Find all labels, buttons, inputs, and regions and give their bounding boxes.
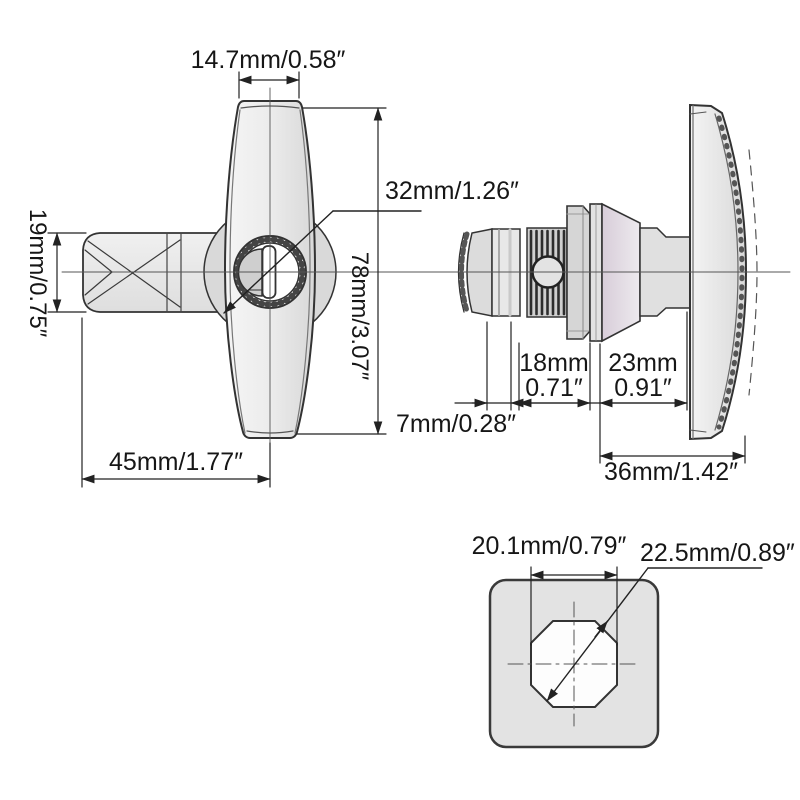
- nut-side: [566, 205, 591, 340]
- cam-latch-front: [82, 232, 223, 313]
- dim-grip-mm-label: 18mm: [519, 349, 588, 377]
- dim-cam-thickness-label: 7mm/0.28″: [396, 410, 516, 438]
- dim-overall-height: 78mm/3.07″: [296, 107, 387, 435]
- side-view: 7mm/0.28″ 18mm 0.71″ 23mm 0.91″ 36mm/1.4…: [396, 103, 791, 486]
- bezel-cone: [601, 202, 641, 343]
- cam-tip-side: [457, 228, 493, 317]
- dim-handle-width: 14.7mm/0.58″: [191, 46, 346, 99]
- washer-side: [589, 203, 603, 342]
- dim-flange-diameter-label: 32mm/1.26″: [385, 177, 519, 205]
- dim-overall-depth-label: 36mm/1.42″: [604, 458, 738, 486]
- dim-hole-diagonal: 22.5mm/0.89″: [546, 539, 795, 702]
- dim-shaft-in-label: 0.91″: [614, 374, 672, 402]
- threaded-section: [526, 227, 568, 318]
- dim-cam-length-label: 45mm/1.77″: [109, 448, 243, 476]
- cutout-view: 20.1mm/0.79″ 22.5mm/0.89″: [472, 532, 795, 749]
- dim-hole-width: 20.1mm/0.79″: [472, 532, 627, 646]
- dim-hole-width-label: 20.1mm/0.79″: [472, 532, 627, 560]
- dim-shaft-mm-label: 23mm: [608, 349, 677, 377]
- dim-handle-width-label: 14.7mm/0.58″: [191, 46, 346, 74]
- side-view-dimensions: 7mm/0.28″ 18mm 0.71″ 23mm 0.91″ 36mm/1.4…: [396, 311, 746, 486]
- dim-grip-in-label: 0.71″: [525, 374, 583, 402]
- dim-cam-length: 45mm/1.77″: [81, 317, 271, 488]
- front-view: 14.7mm/0.58″ 19mm/0.75″ 32mm/1.26″ 78mm/…: [24, 46, 519, 488]
- dim-overall-height-label: 78mm/3.07″: [346, 252, 373, 381]
- hidden-edge-dashed: [748, 149, 758, 396]
- cam-hub-side: [491, 228, 521, 317]
- dim-hole-diagonal-label: 22.5mm/0.89″: [640, 539, 795, 567]
- dim-cam-height: 19mm/0.75″: [24, 209, 87, 338]
- dim-cam-height-label: 19mm/0.75″: [24, 209, 51, 338]
- key-cylinder: [237, 248, 263, 297]
